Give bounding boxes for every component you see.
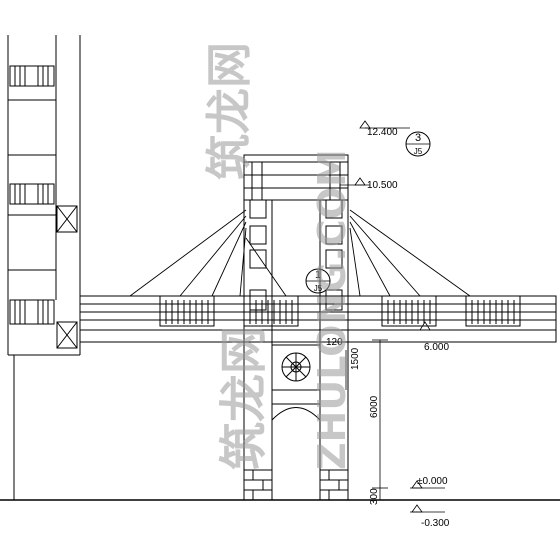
dimension-label-mid: 1500 [350,347,361,370]
labels: 12.400 10.500 6.000 ±0.000 -0.300 120 15… [326,127,450,529]
callout-number: 3 [415,132,421,144]
canopy-railing [159,295,215,327]
elevation-triangle-top [359,120,371,129]
dimension-label-bottom: 300 [369,488,380,505]
tower [243,154,349,501]
left-window-crosses [56,205,78,349]
canopy-railing [381,295,437,327]
canopy [79,295,557,343]
elevation-label-ground: ±0.000 [417,476,448,487]
dimension-label-height: 6000 [369,395,380,418]
elevation-label-platform: 6.000 [424,342,449,353]
elevation-label-top: 12.400 [367,127,398,138]
elevation-label-mid: 10.500 [367,180,398,191]
building-left [7,35,81,500]
elevation-triangle-mid [354,177,366,186]
elevation-triangle-platform [419,321,431,331]
left-balusters [14,66,49,324]
dimension-label-small: 120 [326,337,343,348]
callout-sheet: J5 [314,284,323,293]
canopy-railing [465,295,521,327]
elevation-triangle-below [411,504,423,513]
callout-number: 1 [315,269,321,281]
watermark: 筑龙网 筑龙网 ZHULONG.COM [202,42,354,470]
watermark-cjk-lower: 筑龙网 [216,326,272,470]
cables [129,209,471,297]
callout-1: 1 J5 [305,268,331,294]
callout-3: 3 J5 [405,131,431,157]
canopy-railings [159,295,521,327]
callout-sheet: J5 [414,147,423,156]
elevation-triangle-ground [411,480,423,489]
elevation-markers [354,120,431,513]
tower-base-blocks [243,469,349,501]
canopy-railing [243,295,299,327]
watermark-cjk-upper: 筑龙网 [202,42,256,180]
watermark-latin: ZHULONG.COM [310,149,354,470]
elevation-label-below: -0.300 [421,518,450,529]
